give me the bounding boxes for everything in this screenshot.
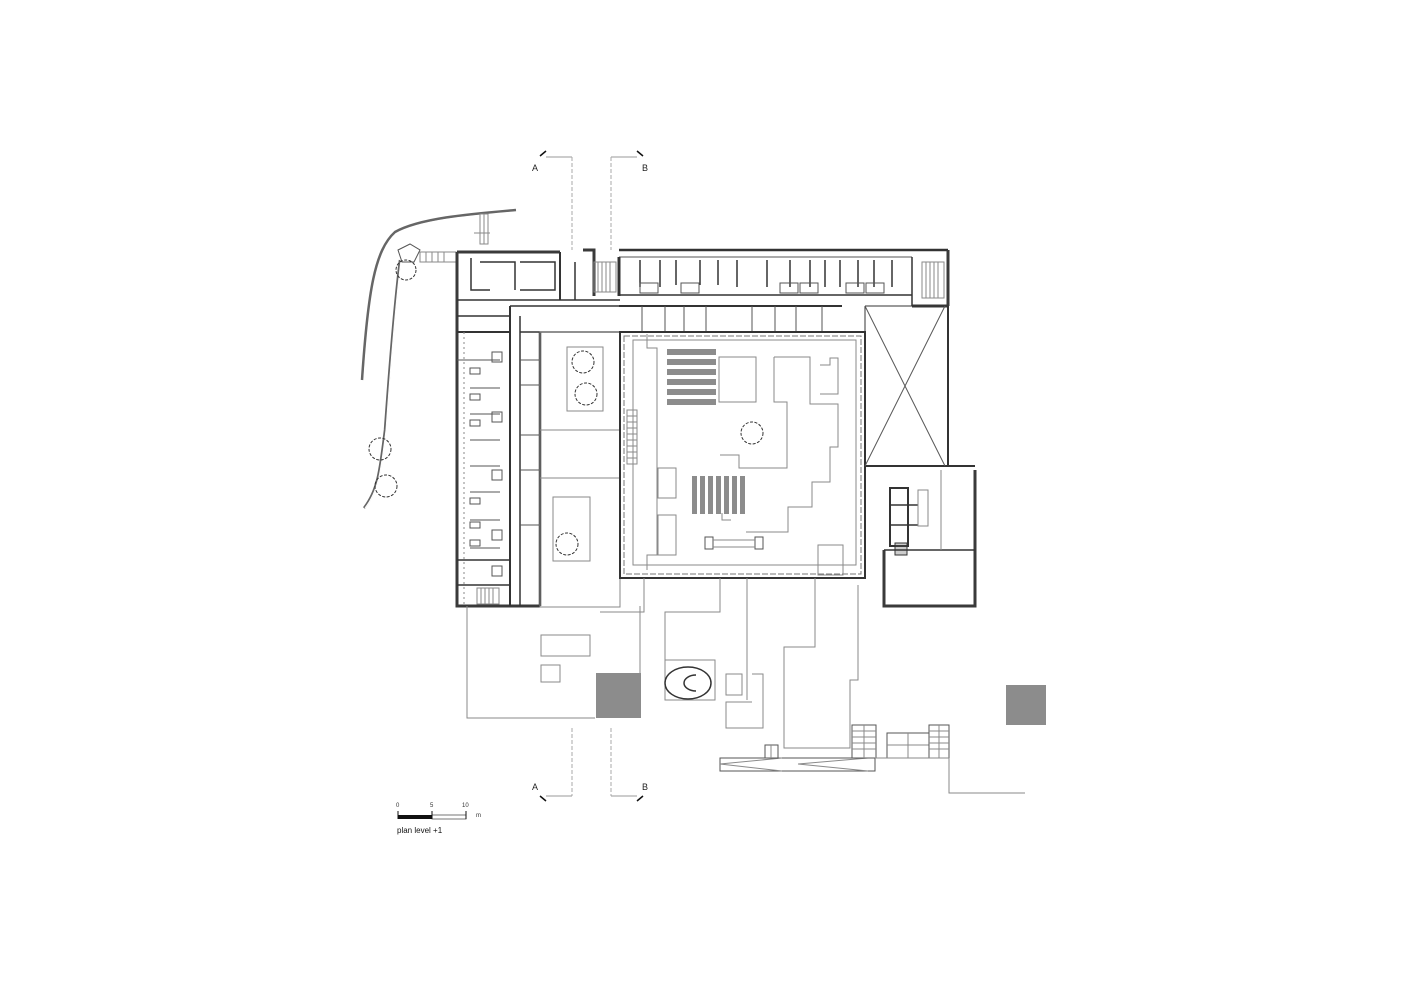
outdoor-terrace (466, 578, 1046, 749)
section-label-a-top: A (532, 163, 539, 173)
plan-title: plan level +1 (397, 826, 443, 835)
scale-bar (397, 811, 467, 820)
ramp-and-stairs (719, 724, 1025, 794)
section-label-b-top: B (642, 163, 649, 173)
section-label-b-bottom: B (642, 782, 649, 792)
section-cut-top (539, 150, 644, 250)
section-cut-bottom (539, 728, 644, 802)
central-atrium (619, 331, 866, 579)
top-left-rooms (457, 252, 620, 606)
double-height-void (864, 305, 946, 467)
top-wing-rooms (593, 256, 945, 332)
section-label-a-bottom: A (532, 782, 539, 792)
left-wing-rooms (457, 332, 540, 606)
landscape-path (360, 208, 517, 509)
scale-tick-10: 10 (462, 803, 469, 809)
trees (368, 259, 764, 556)
scale-tick-5: 5 (430, 803, 434, 809)
right-tower (884, 470, 975, 556)
scale-unit: m (476, 813, 481, 819)
scale-tick-0: 0 (396, 803, 400, 809)
courtyards (539, 331, 621, 608)
